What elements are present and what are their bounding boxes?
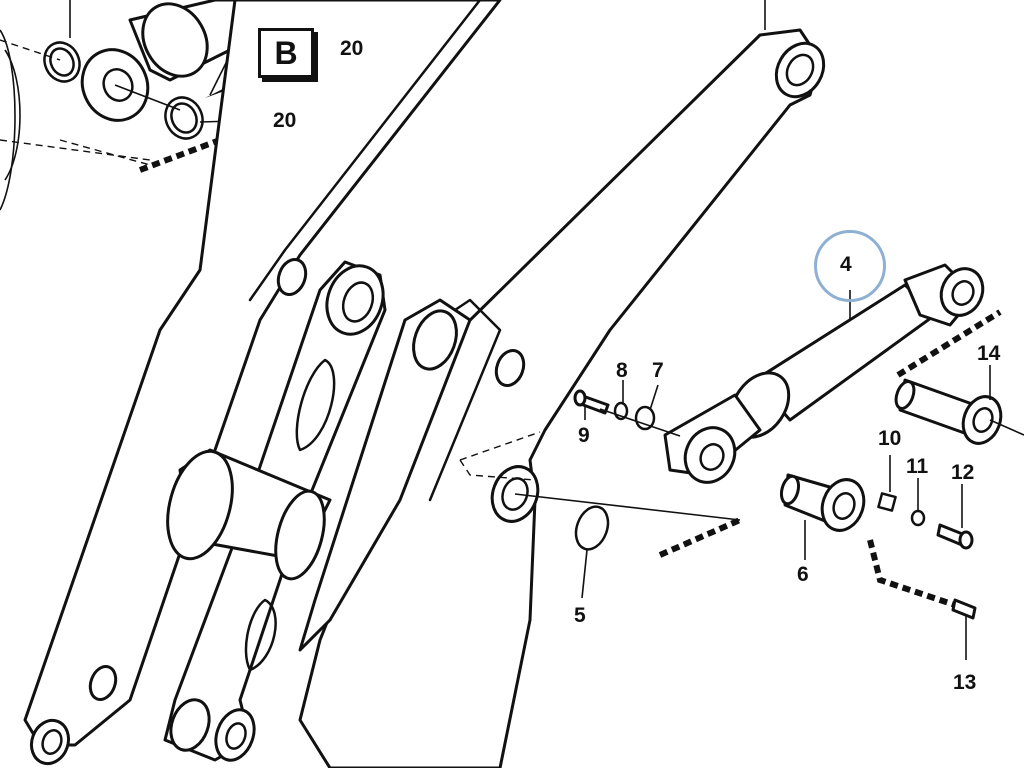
- callout-9: 9: [578, 424, 590, 447]
- left-boom-arm: [23, 0, 502, 766]
- cross-tube: [166, 448, 332, 581]
- callout-14: 14: [977, 342, 1001, 365]
- callout-11: 11: [906, 455, 929, 478]
- callout-13: 13: [953, 671, 977, 694]
- callout-7: 7: [652, 359, 664, 382]
- hardware-parts: [514, 365, 1024, 660]
- callout-5: 5: [574, 604, 586, 627]
- callout-12: 12: [951, 461, 975, 484]
- tilt-cylinder: [459, 263, 1002, 558]
- highlight-ring: [814, 230, 886, 302]
- callout-10: 10: [878, 427, 902, 450]
- callout-4: 4: [840, 253, 852, 276]
- right-boom-arm: [298, 0, 826, 770]
- section-marker-b: B: [258, 28, 314, 78]
- callout-8: 8: [616, 359, 628, 382]
- callout-6: 6: [797, 563, 809, 586]
- callout-20-mid: 20: [273, 109, 297, 132]
- callout-20-top: 20: [340, 37, 364, 60]
